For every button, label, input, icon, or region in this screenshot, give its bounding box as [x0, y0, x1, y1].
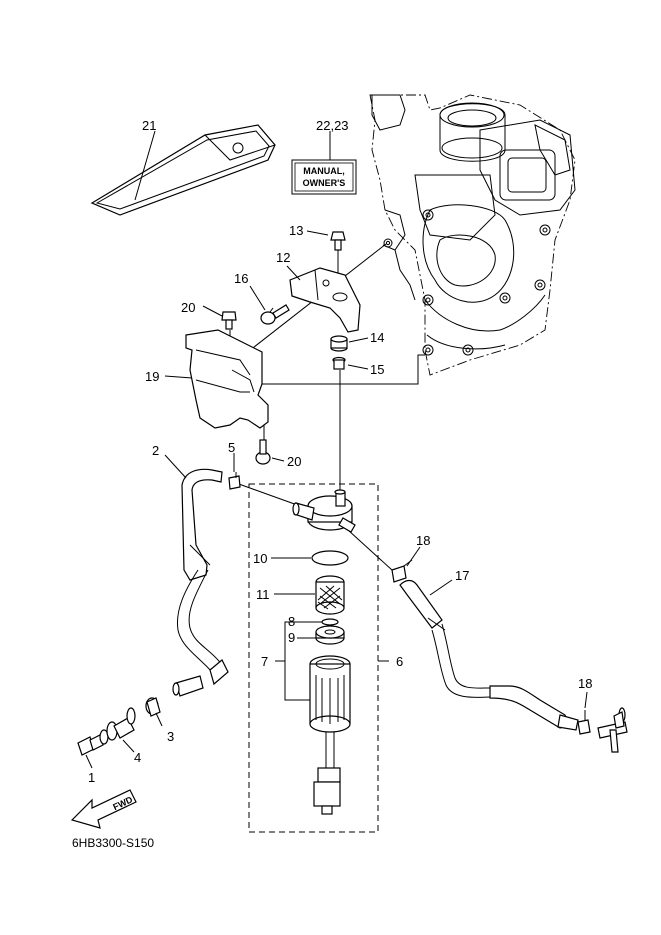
callout-2: 2 — [152, 443, 159, 458]
drawing-code: 6HB3300-S150 — [72, 836, 154, 850]
bracket-12-illustration — [289, 267, 361, 333]
engine-block-illustration — [369, 94, 576, 376]
callout-20-upper: 20 — [181, 300, 195, 315]
bolt-16-illustration — [260, 304, 290, 325]
grommet-14-illustration — [330, 335, 348, 352]
bolt-20-lower-illustration — [255, 439, 271, 465]
assembly-6-dashed-frame — [248, 483, 379, 833]
fuel-hose-17-illustration — [399, 579, 579, 731]
collar-15-illustration — [332, 356, 346, 370]
callout-8: 8 — [288, 614, 295, 629]
callout-18-lower: 18 — [578, 676, 592, 691]
fuel-filter-head-illustration — [292, 489, 356, 533]
manual-pouch-illustration — [90, 124, 276, 216]
callout-9: 9 — [288, 630, 295, 645]
clip-18-lower-illustration — [577, 710, 591, 735]
callout-14: 14 — [370, 330, 384, 345]
callout-4: 4 — [134, 750, 141, 765]
fwd-arrow-icon: FWD — [70, 789, 137, 829]
o-ring-10-illustration — [311, 550, 349, 566]
callout-17: 17 — [455, 568, 469, 583]
callout-3: 3 — [167, 729, 174, 744]
callout-10: 10 — [253, 551, 267, 566]
callout-16: 16 — [234, 271, 248, 286]
filter-element-11-illustration — [315, 575, 345, 615]
o-ring-8-illustration — [321, 618, 339, 626]
bolt-20-upper-illustration — [221, 311, 237, 330]
callout-22-23: 22,23 — [316, 118, 349, 133]
callout-19: 19 — [145, 369, 159, 384]
float-9-illustration — [315, 625, 345, 645]
manual-label-line2: OWNER'S — [303, 178, 346, 188]
callout-20-lower: 20 — [287, 454, 301, 469]
cover-19-illustration — [185, 329, 269, 429]
callout-13: 13 — [289, 223, 303, 238]
manual-label-line1: MANUAL, — [303, 166, 345, 176]
clip-5-illustration — [228, 472, 241, 490]
callout-21: 21 — [142, 118, 156, 133]
callout-15: 15 — [370, 362, 384, 377]
callout-1: 1 — [88, 770, 95, 785]
callout-numbers: 21 22,23 13 12 16 20 14 15 19 2 5 20 10 … — [88, 118, 592, 785]
callout-5: 5 — [228, 440, 235, 455]
callout-18-upper: 18 — [416, 533, 430, 548]
filter-cup-7-illustration — [309, 655, 351, 815]
callout-7: 7 — [261, 654, 268, 669]
group-7-bracket — [275, 621, 310, 701]
owners-manual-label-box: MANUAL, OWNER'S — [291, 159, 357, 195]
bolt-13-illustration — [330, 231, 346, 251]
t-fitting-illustration — [597, 707, 628, 753]
callout-leaders — [134, 130, 588, 709]
callout-12: 12 — [276, 250, 290, 265]
connector-parts-1-3-4-illustration — [77, 697, 163, 769]
callout-6: 6 — [396, 654, 403, 669]
callout-11: 11 — [256, 587, 270, 602]
fuel-hose-2-illustration — [172, 468, 229, 697]
